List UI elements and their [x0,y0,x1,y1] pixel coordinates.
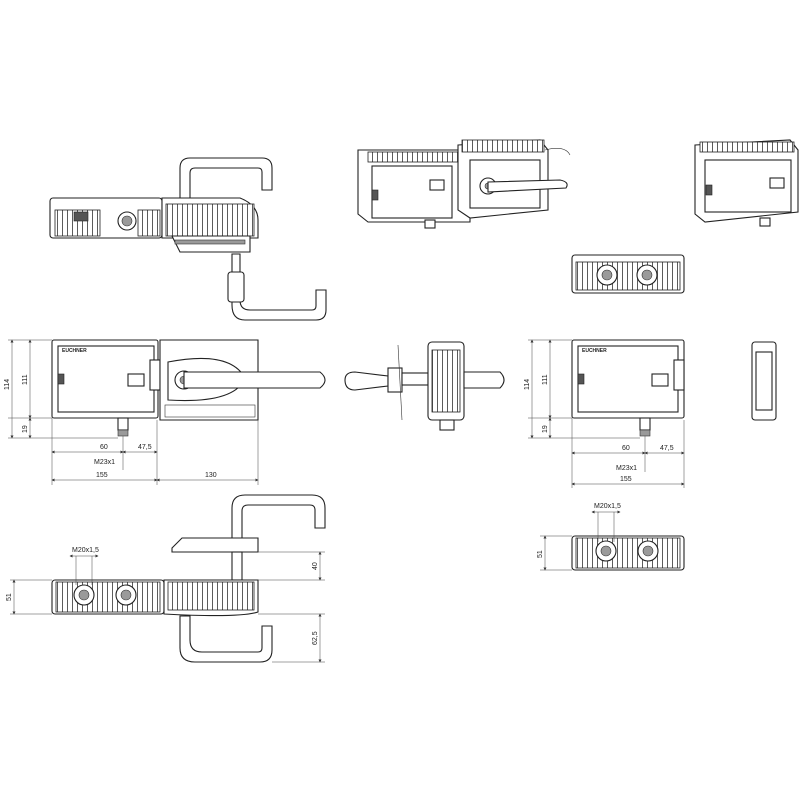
handle-upper [231,494,326,541]
brand-label: EUCHNER [582,348,607,354]
dim-m20: M20x1,5 [72,547,99,554]
dim-47-5: 47,5 [138,444,152,451]
side-view-module [751,341,777,421]
dim-40: 40 [312,562,319,570]
dims-front-left: 114 111 19 60 47,5 M23x1 155 130 [4,339,259,485]
dim-m20: M20x1,5 [594,503,621,510]
mount-plate [171,537,259,553]
iso-view-full [357,139,571,229]
dim-60: 60 [100,444,108,451]
dim-47-5: 47,5 [660,445,674,452]
dim-114: 114 [4,379,11,390]
dims-front-right: 114 111 19 60 47,5 M23x1 155 [524,339,685,488]
dim-19: 19 [22,425,29,433]
dim-111: 111 [542,374,549,385]
dim-130: 130 [205,472,217,479]
top-view-left [49,157,327,321]
bottom-view-right [571,535,685,571]
iso-view-module [694,139,799,227]
badge-icon [73,211,89,222]
dims-bottom-left: M20x1,5 51 40 62,5 [6,547,325,663]
front-view-left: EUCHNER [51,339,326,437]
dim-62-5: 62,5 [312,631,319,645]
dim-51: 51 [537,550,544,558]
dim-155: 155 [620,476,632,483]
side-view-lock [344,341,505,431]
dim-m23: M23x1 [94,459,115,466]
front-view-right: EUCHNER [571,339,685,437]
handle-lower [179,615,273,663]
dim-111: 111 [22,374,29,385]
dim-51: 51 [6,593,13,601]
bottom-view-left [51,494,326,663]
dim-155: 155 [96,472,108,479]
brand-label: EUCHNER [62,348,87,354]
dims-bottom-right: M20x1,5 51 [537,503,621,571]
dim-19: 19 [542,425,549,433]
dim-m23: M23x1 [616,465,637,472]
module-top-view [571,254,685,294]
handle-upper [179,157,273,201]
dim-114: 114 [524,379,531,390]
handle-lower [231,253,327,321]
dim-60: 60 [622,445,630,452]
